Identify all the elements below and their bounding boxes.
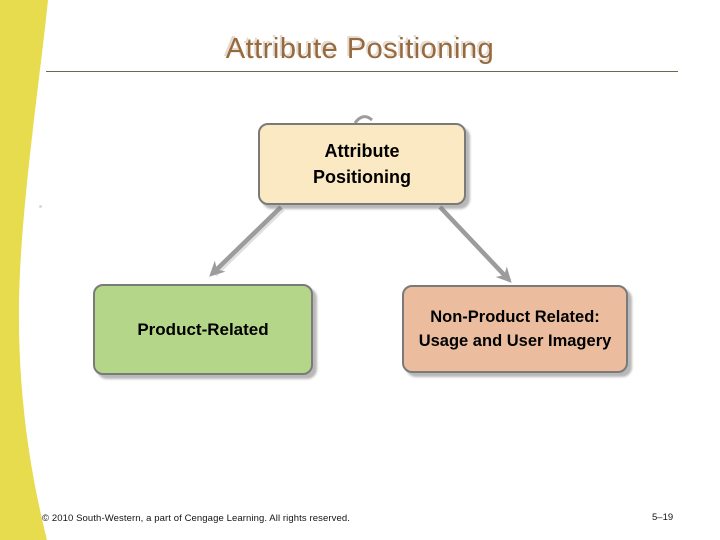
connector-shadow-left [213, 207, 285, 277]
title-underline [46, 71, 678, 72]
slide-title: Attribute Positioning [225, 33, 495, 65]
page-number: 5–19 [652, 512, 674, 523]
node-product-related: Product-Related [93, 284, 313, 375]
stray-dot [39, 205, 42, 208]
node-non-product-related: Non-Product Related: Usage and User Imag… [402, 285, 628, 373]
connector-left-arrow [209, 205, 283, 277]
node-label-line: Product-Related [137, 319, 269, 339]
node-attribute-positioning: Attribute Positioning [258, 123, 466, 205]
connector-stub [353, 115, 373, 124]
node-label-line: Attribute [324, 141, 400, 161]
copyright-text: © 2010 South-Western, a part of Cengage … [42, 513, 350, 524]
connector-right-arrow [438, 205, 512, 283]
node-label-line: Positioning [313, 167, 411, 187]
node-label-line: Usage and User Imagery [418, 332, 612, 350]
left-accent-bar [0, 0, 48, 540]
node-label-line: Non-Product Related: [430, 308, 600, 326]
